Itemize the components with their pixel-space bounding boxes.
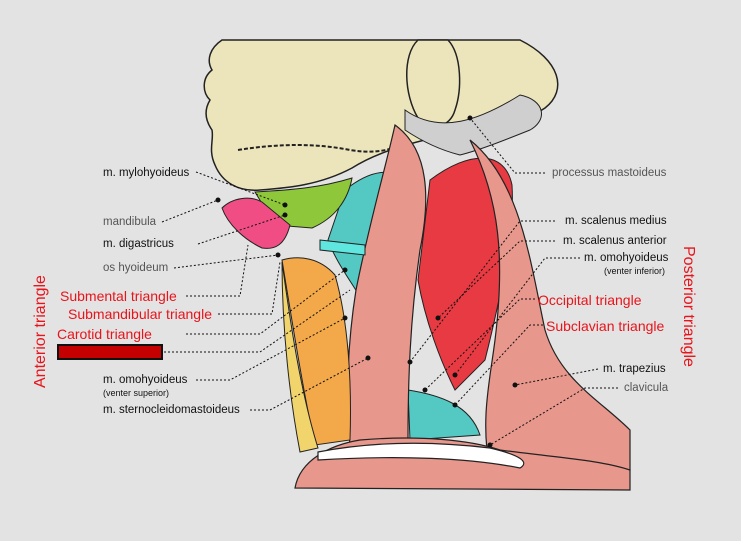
teal-muscle-lower bbox=[407, 389, 481, 441]
strap-muscles bbox=[281, 257, 351, 446]
label-subclavian-triangle: Subclavian triangle bbox=[546, 318, 665, 334]
anterior-yellow-muscle bbox=[281, 261, 319, 453]
label-processus-mastoideus: processus mastoideus bbox=[552, 167, 667, 179]
hyoid-band bbox=[319, 239, 366, 256]
leader-lines bbox=[161, 117, 618, 446]
label-scalenus-anterior: m. scalenus anterior bbox=[563, 235, 667, 247]
label-omohyoideus-superior: m. omohyoideus bbox=[103, 374, 188, 386]
label-posterior-triangle: Posterior triangle bbox=[680, 246, 697, 367]
label-sternocleidomastoideus: m. sternocleidomastoideus bbox=[103, 404, 240, 416]
label-carotid-triangle: Carotid triangle bbox=[57, 326, 152, 342]
label-mylohyoideus: m. mylohyoideus bbox=[103, 167, 190, 179]
leader-dots bbox=[215, 115, 518, 448]
clavicle-bone bbox=[317, 442, 525, 469]
label-anterior-triangle: Anterior triangle bbox=[32, 275, 49, 388]
label-trapezius: m. trapezius bbox=[603, 363, 666, 375]
label-omohyoideus-superior-sub: (venter superior) bbox=[103, 388, 170, 398]
ear bbox=[406, 39, 461, 128]
label-omohyoideus-inferior-sub: (venter inferior) bbox=[604, 266, 666, 276]
label-digastricus: m. digastricus bbox=[103, 238, 174, 250]
label-clavicula: clavicula bbox=[624, 382, 669, 394]
redaction-box bbox=[57, 344, 163, 360]
digastric-muscle bbox=[221, 197, 291, 249]
label-scalenus-medius: m. scalenus medius bbox=[565, 215, 667, 227]
mylohyoid-muscle bbox=[254, 177, 353, 229]
teeth bbox=[237, 144, 401, 153]
label-mandibula: mandibula bbox=[103, 216, 157, 228]
label-occipital-triangle: Occipital triangle bbox=[538, 292, 642, 308]
label-omohyoideus-inferior: m. omohyoideus bbox=[584, 252, 669, 264]
label-os-hyoideum: os hyoideum bbox=[103, 262, 169, 274]
label-submental-triangle: Submental triangle bbox=[60, 288, 177, 304]
label-submandibular-triangle: Submandibular triangle bbox=[68, 306, 212, 322]
